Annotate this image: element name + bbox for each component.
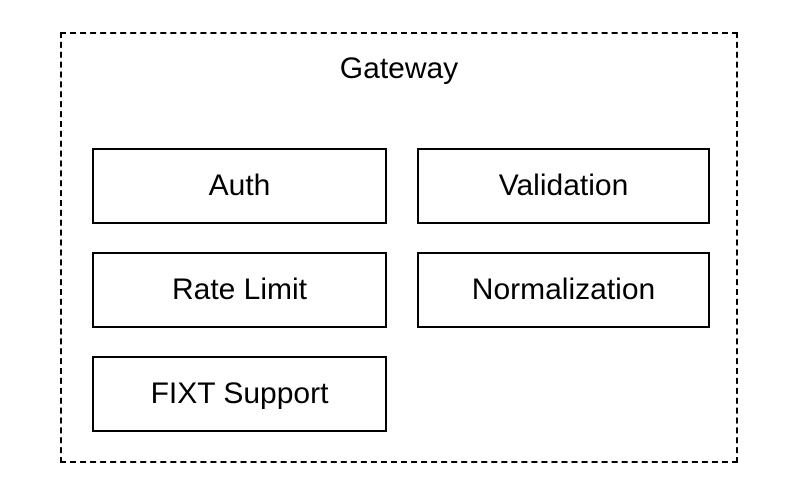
module-box-fixt-support: FIXT Support <box>92 356 387 432</box>
module-box-rate-limit: Rate Limit <box>92 252 387 328</box>
module-label-normalization: Normalization <box>471 273 656 306</box>
module-label-rate-limit: Rate Limit <box>171 273 308 306</box>
module-box-normalization: Normalization <box>417 252 710 328</box>
module-label-auth: Auth <box>208 169 271 202</box>
module-box-auth: Auth <box>92 148 387 224</box>
gateway-container: Gateway Auth Validation Rate Limit Norma… <box>60 32 738 463</box>
module-label-validation: Validation <box>498 169 629 202</box>
gateway-title: Gateway <box>339 52 459 85</box>
module-box-validation: Validation <box>417 148 710 224</box>
module-label-fixt-support: FIXT Support <box>150 377 329 410</box>
